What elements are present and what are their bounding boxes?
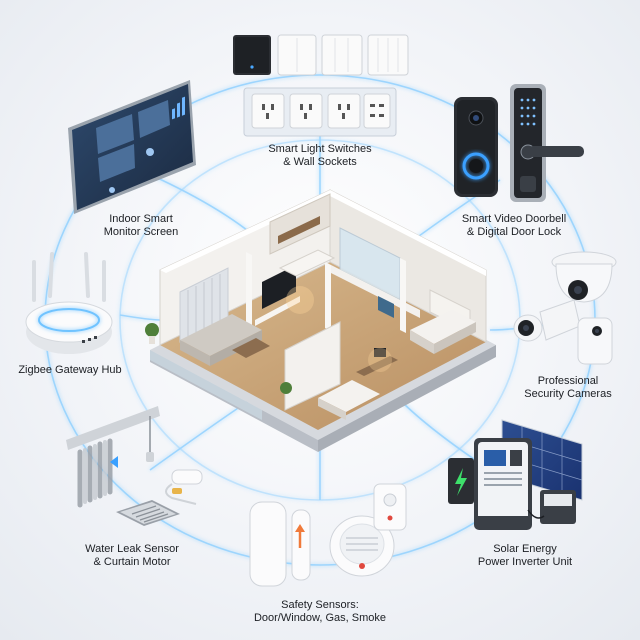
label-safety: Safety Sensors: Door/Window, Gas, Smoke	[230, 599, 410, 625]
label-cameras-line2: Security Cameras	[524, 388, 612, 400]
smoke-detector-icon	[329, 515, 395, 577]
router-icon	[25, 252, 113, 354]
label-doorbell-line1: Smart Video Doorbell	[461, 213, 567, 225]
label-solar-line1: Solar Energy	[493, 543, 557, 555]
label-leak-line1: Water Leak Sensor	[85, 543, 179, 555]
wall-switch-icon	[233, 34, 409, 76]
label-doorbell: Smart Video Doorbell & Digital Door Lock	[440, 213, 588, 239]
leak-sensor-icon	[116, 469, 203, 526]
label-cameras: Professional Security Cameras	[508, 375, 628, 401]
curtain-icon	[66, 406, 160, 508]
label-safety-line2: Door/Window, Gas, Smoke	[253, 612, 387, 624]
label-leak-line2: & Curtain Motor	[93, 556, 171, 568]
label-cameras-line1: Professional	[537, 375, 599, 387]
inverter-icon	[474, 438, 532, 530]
house-floorplan	[145, 189, 496, 452]
door-sensor-icon	[249, 501, 311, 587]
label-doorbell-line2: & Digital Door Lock	[466, 226, 562, 238]
monitor-icon	[68, 80, 196, 214]
label-switches-line2: & Wall Sockets	[283, 156, 357, 168]
battery-icon	[448, 458, 576, 524]
label-safety-line1: Safety Sensors:	[281, 599, 359, 611]
label-solar-line2: Power Inverter Unit	[477, 556, 573, 568]
label-hub: Zigbee Gateway Hub	[10, 364, 130, 377]
label-leak: Water Leak Sensor & Curtain Motor	[62, 543, 202, 569]
gas-sensor-icon	[373, 483, 407, 531]
label-switches-line1: Smart Light Switches	[268, 143, 372, 155]
label-monitor-line2: Monitor Screen	[103, 226, 179, 238]
door-lock-icon	[510, 84, 584, 202]
label-switches: Smart Light Switches & Wall Sockets	[240, 143, 400, 169]
label-solar: Solar Energy Power Inverter Unit	[455, 543, 595, 569]
label-monitor: Indoor Smart Monitor Screen	[86, 213, 196, 239]
camera-icon	[513, 251, 617, 365]
label-hub-line1: Zigbee Gateway Hub	[18, 364, 122, 376]
wall-socket-icon	[243, 87, 397, 137]
doorbell-icon	[454, 97, 498, 197]
label-monitor-line1: Indoor Smart	[109, 213, 173, 225]
